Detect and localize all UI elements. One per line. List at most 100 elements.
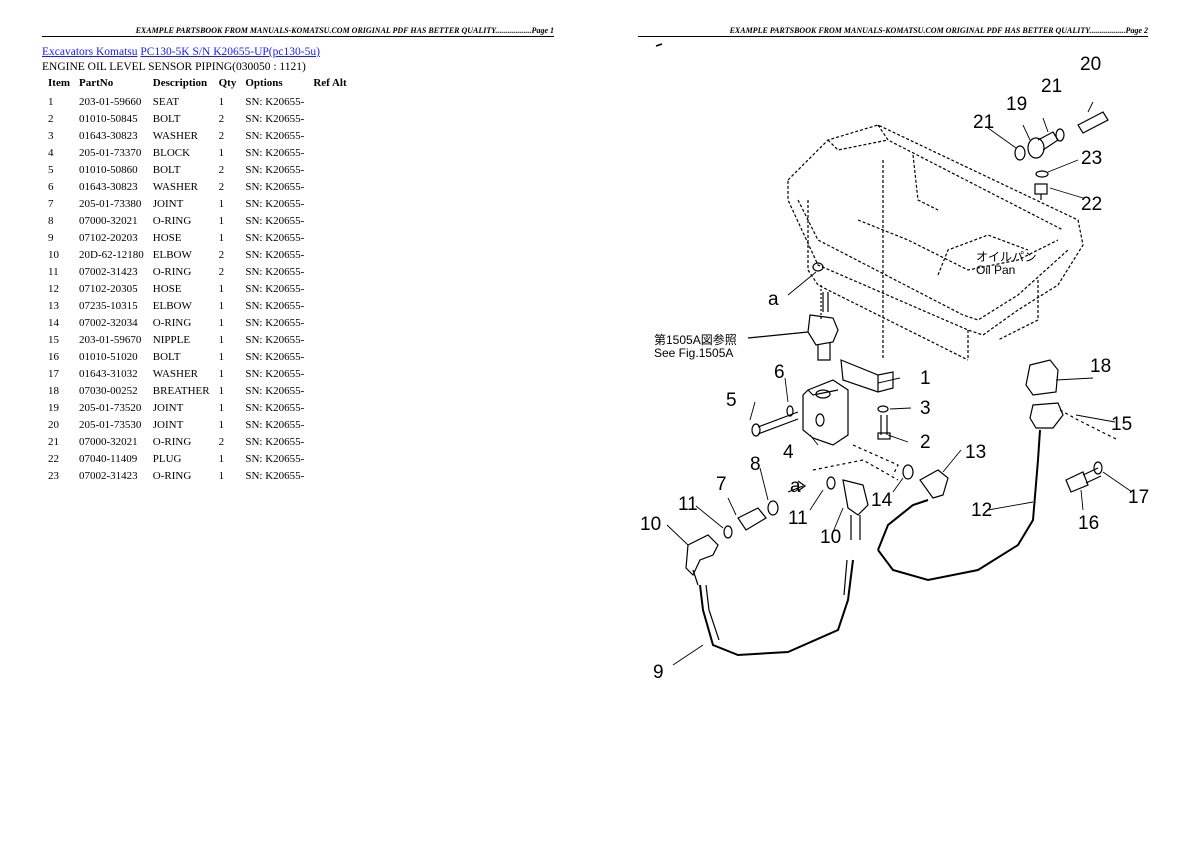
callout-3: 3: [920, 398, 931, 419]
callout-7: 7: [716, 474, 727, 495]
cell-refalt: [307, 416, 349, 433]
cell-description: O-RING: [152, 316, 192, 329]
cell-qty: 1: [218, 333, 225, 346]
cell-options: SN: K20655-: [245, 231, 305, 244]
cell-partno: 07000-32021: [79, 214, 138, 227]
cell-refalt: [307, 382, 349, 399]
col-header-refalt: Ref Alt: [313, 77, 347, 89]
cell-options: SN: K20655-: [245, 367, 305, 380]
col-header-description: Description: [152, 77, 208, 89]
callout-11a: 11: [678, 494, 698, 515]
cell-partno: 07000-32021: [79, 435, 138, 448]
cell-options: SN: K20655-: [245, 299, 305, 312]
cell-partno: 07002-31423: [79, 265, 138, 278]
cell-partno: 01643-30823: [79, 180, 138, 193]
cell-partno: 01010-51020: [79, 350, 138, 363]
parts-table: Item PartNo Description Qty Options Ref …: [42, 76, 350, 484]
cell-options: SN: K20655-: [245, 418, 305, 431]
cell-refalt: [307, 433, 349, 450]
cell-options: SN: K20655-: [245, 333, 305, 346]
cell-qty: 2: [218, 248, 225, 261]
cell-refalt: [307, 297, 349, 314]
cell-item: 4: [48, 146, 54, 159]
cell-description: NIPPLE: [152, 333, 191, 346]
parts-diagram: オイルパン Oil Pan 第1505A図参照 See Fig.1505A: [640, 43, 1149, 683]
cell-refalt: [307, 195, 349, 212]
cell-description: BOLT: [152, 163, 181, 176]
col-header-item: Item: [48, 77, 70, 89]
cell-qty: 1: [218, 418, 225, 431]
cell-item: 10: [48, 248, 59, 261]
block-part-4: [802, 379, 849, 446]
cell-item: 17: [48, 367, 59, 380]
cell-partno: 01010-50860: [79, 163, 138, 176]
sensor-adapter: [807, 292, 839, 361]
cell-options: SN: K20655-: [245, 435, 305, 448]
cell-partno: 07102-20305: [79, 282, 138, 295]
breadcrumb: Excavators Komatsu PC130-5K S/N K20655-U…: [42, 46, 320, 58]
cell-description: ELBOW: [152, 248, 192, 261]
cell-qty: 1: [218, 401, 225, 414]
cell-partno: 01643-30823: [79, 129, 138, 142]
cell-partno: 205-01-73530: [79, 418, 142, 431]
cell-description: WASHER: [152, 367, 199, 380]
cell-options: SN: K20655-: [245, 112, 305, 125]
cell-refalt: [307, 93, 349, 110]
cell-description: BREATHER: [152, 384, 210, 397]
cell-refalt: [307, 229, 349, 246]
cell-item: 6: [48, 180, 54, 193]
cell-options: SN: K20655-: [245, 163, 305, 176]
callout-21b: 21: [1041, 76, 1062, 97]
cell-description: HOSE: [152, 231, 182, 244]
cell-item: 13: [48, 299, 59, 312]
cell-description: JOINT: [152, 418, 184, 431]
col-header-options: Options: [245, 77, 283, 89]
cell-description: BOLT: [152, 112, 181, 125]
see-fig-label-en: See Fig.1505A: [654, 346, 733, 360]
cell-description: JOINT: [152, 401, 184, 414]
breadcrumb-link-model[interactable]: PC130-5K S/N K20655-UP(pc130-5u): [140, 46, 320, 58]
cell-options: SN: K20655-: [245, 316, 305, 329]
cell-partno: 07102-20203: [79, 231, 138, 244]
cell-options: SN: K20655-: [245, 129, 305, 142]
callout-10a: 10: [640, 514, 661, 535]
cell-description: WASHER: [152, 180, 199, 193]
cell-description: PLUG: [152, 452, 182, 465]
cell-item: 2: [48, 112, 54, 125]
cell-description: ELBOW: [152, 299, 192, 312]
joint-assembly-top: [1014, 111, 1109, 200]
callout-19: 19: [1006, 94, 1027, 115]
cell-options: SN: K20655-: [245, 469, 305, 482]
cell-description: O-RING: [152, 265, 192, 278]
cell-qty: 2: [218, 180, 225, 193]
col-header-partno: PartNo: [79, 77, 114, 89]
cell-refalt: [307, 110, 349, 127]
cell-qty: 1: [218, 95, 225, 108]
cell-refalt: [307, 314, 349, 331]
cell-item: 3: [48, 129, 54, 142]
page1-header: EXAMPLE PARTSBOOK FROM MANUALS-KOMATSU.C…: [42, 26, 554, 37]
breadcrumb-link-category[interactable]: Excavators Komatsu: [42, 46, 138, 58]
callout-2: 2: [920, 432, 931, 453]
cell-partno: 07040-11409: [79, 452, 138, 465]
cell-qty: 2: [218, 129, 225, 142]
cell-description: O-RING: [152, 214, 192, 227]
cell-item: 14: [48, 316, 59, 329]
callout-18: 18: [1090, 356, 1111, 377]
cell-item: 18: [48, 384, 59, 397]
callout-1: 1: [920, 368, 931, 389]
cell-qty: 2: [218, 163, 225, 176]
cell-partno: 01010-50845: [79, 112, 138, 125]
callout-8: 8: [750, 454, 761, 475]
